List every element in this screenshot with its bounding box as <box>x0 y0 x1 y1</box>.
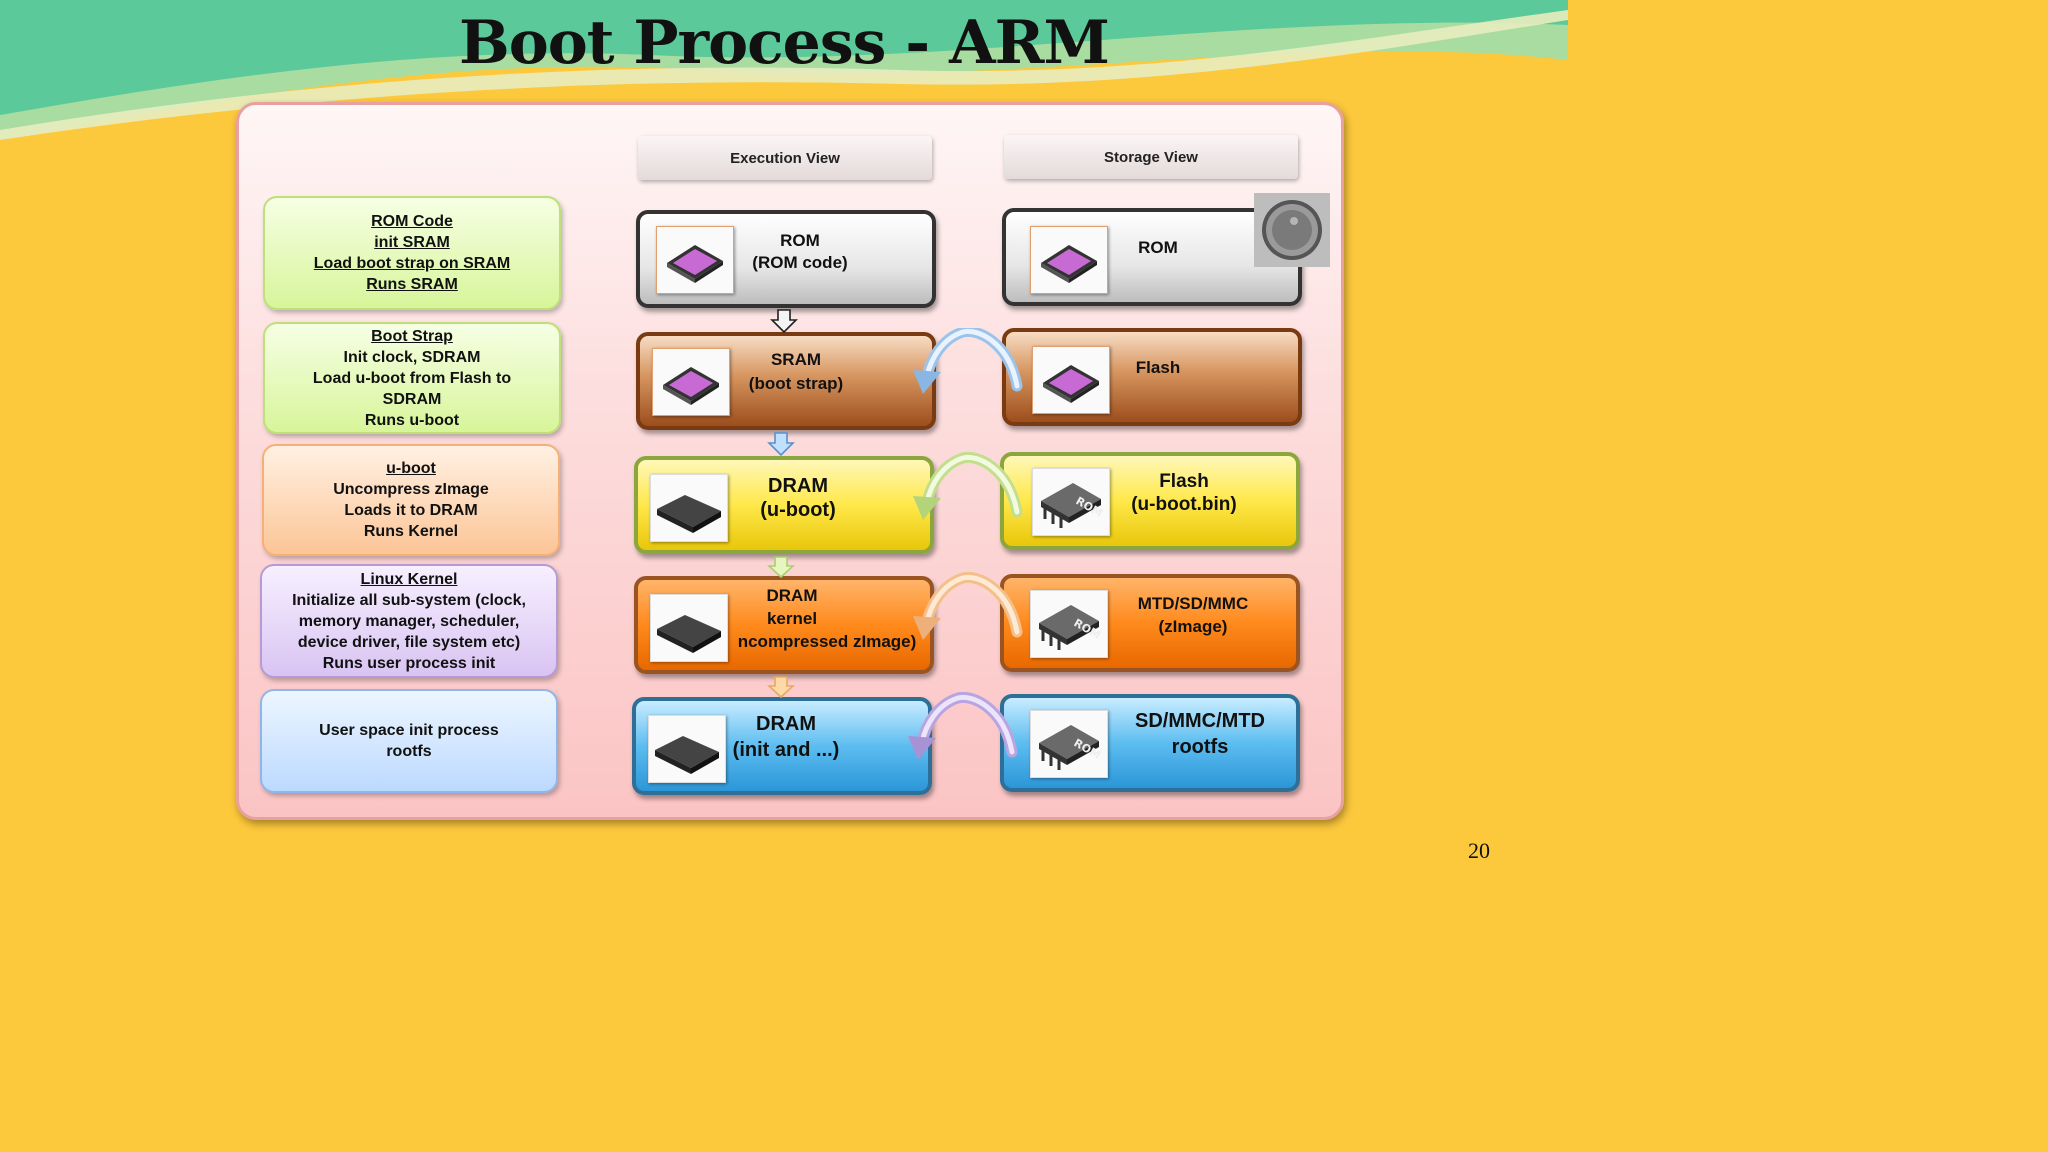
memory-module-icon <box>648 715 726 783</box>
page-number: 20 <box>1468 838 1490 863</box>
exec-sram-line1: SRAM <box>770 350 822 369</box>
storage-flash-uboot-box: ROM Flash (u-boot.bin) <box>1000 452 1300 550</box>
storage-sd-rootfs-line1: SD/MMC/MTD <box>1135 710 1265 732</box>
slide-title: Boot Process - ARM <box>459 8 1110 78</box>
description-line: Load u-boot from Flash to <box>312 369 512 387</box>
description-line: SDRAM <box>382 390 442 408</box>
description-line: device driver, file system etc) <box>297 633 521 651</box>
background-waves <box>0 0 1568 140</box>
load-arrow-icon <box>913 572 1023 640</box>
storage-flash-label: Flash <box>1135 358 1181 377</box>
storage-flash-uboot-line2: (u-boot.bin) <box>1131 494 1237 515</box>
exec-dram-kernel-line3: ncompressed zImage) <box>737 632 917 651</box>
description-line: Runs SRAM <box>366 276 458 293</box>
exec-dram-uboot-line2: (u-boot) <box>760 499 836 521</box>
cpu-chip-icon <box>656 226 734 294</box>
description-rom-code: ROM Code init SRAM Load boot strap on SRAM… <box>263 196 561 310</box>
memory-module-icon <box>650 594 728 662</box>
exec-dram-kernel-line2: kernel <box>766 609 818 628</box>
description-line: rootfs <box>386 743 432 760</box>
exec-dram-kernel-line1: DRAM <box>766 586 818 605</box>
description-line: User space init process <box>319 722 499 739</box>
description-user-space: User space init process rootfs <box>260 689 558 793</box>
description-line: Initialize all sub-system (clock, <box>292 591 526 609</box>
rom-chip-icon: ROM <box>1032 468 1110 536</box>
description-line: Loads it to DRAM <box>344 502 478 519</box>
exec-dram-uboot-box: DRAM (u-boot) <box>634 456 934 554</box>
down-arrow-icon <box>770 309 798 334</box>
storage-sd-rootfs-box: ROM SD/MMC/MTD rootfs <box>1000 694 1300 792</box>
description-line: u-boot <box>386 460 436 477</box>
description-line: Uncompress zImage <box>333 481 489 498</box>
load-arrow-icon <box>908 692 1018 760</box>
rom-chip-icon: ROM <box>1030 710 1108 778</box>
rom-chip-icon: ROM <box>1030 590 1108 658</box>
storage-flash-box: Flash <box>1002 328 1302 426</box>
cpu-chip-icon <box>652 348 730 416</box>
exec-dram-uboot-line1: DRAM <box>768 475 828 497</box>
storage-rom-label: ROM <box>1138 238 1178 257</box>
load-arrow-icon <box>913 328 1023 394</box>
memory-module-icon <box>650 474 728 542</box>
exec-dram-init-line1: DRAM <box>756 713 816 735</box>
description-line: Load boot strap on SRAM <box>313 255 511 272</box>
description-line: memory manager, scheduler, <box>298 612 520 630</box>
down-arrow-icon <box>767 432 795 457</box>
description-line: ROM Code <box>371 213 453 230</box>
exec-sram-line2: (boot strap) <box>748 374 844 393</box>
exec-dram-init-line2: (init and ...) <box>732 739 840 761</box>
description-line: Init clock, SDRAM <box>343 348 481 366</box>
exec-rom-box: ROM (ROM code) <box>636 210 936 308</box>
description-line: Runs user process init <box>322 654 496 672</box>
storage-mtd-line2: (zImage) <box>1158 617 1228 636</box>
down-arrow-icon <box>767 676 795 699</box>
description-line: Runs Kernel <box>363 523 459 540</box>
cpu-chip-icon <box>1030 226 1108 294</box>
exec-dram-init-box: DRAM (init and ...) <box>632 697 932 795</box>
exec-rom-line2: (ROM code) <box>752 253 848 272</box>
load-arrow-icon <box>913 452 1023 520</box>
storage-sd-rootfs-line2: rootfs <box>1171 736 1229 758</box>
description-line: Runs u-boot <box>364 411 460 429</box>
storage-rom-box: ROM <box>1002 208 1302 306</box>
exec-rom-line1: ROM <box>780 231 820 250</box>
exec-sram-box: SRAM (boot strap) <box>636 332 936 430</box>
exec-dram-kernel-box: DRAM kernel ncompressed zImage) <box>634 576 934 674</box>
storage-flash-uboot-line1: Flash <box>1159 471 1209 492</box>
rom-disc-icon <box>1254 193 1330 267</box>
storage-view-header: Storage View <box>1004 135 1298 179</box>
description-line: Boot Strap <box>371 327 453 345</box>
down-arrow-icon <box>767 556 795 579</box>
execution-view-header: Execution View <box>638 136 932 180</box>
storage-mtd-box: ROM MTD/SD/MMC (zImage) <box>1000 574 1300 672</box>
description-line: Linux Kernel <box>360 570 458 588</box>
storage-mtd-line1: MTD/SD/MMC <box>1137 594 1249 613</box>
cpu-chip-icon <box>1032 346 1110 414</box>
description-line: init SRAM <box>374 234 450 251</box>
